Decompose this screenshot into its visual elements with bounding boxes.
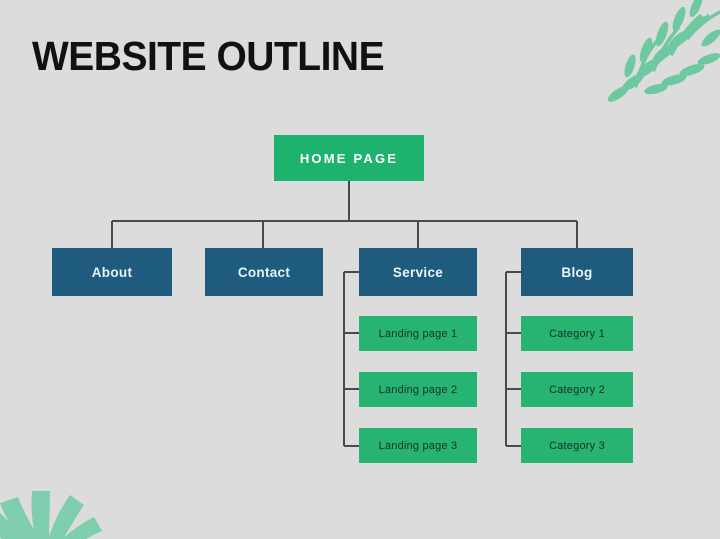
node-label: Service xyxy=(392,264,444,280)
node-label: Category 2 xyxy=(549,383,605,396)
node-label: About xyxy=(91,264,133,280)
node-blog[interactable]: Blog xyxy=(521,248,633,296)
node-label: Category 3 xyxy=(549,439,605,452)
node-label: Landing page 1 xyxy=(378,327,458,340)
node-contact[interactable]: Contact xyxy=(205,248,323,296)
page-title: WEBSITE OUTLINE xyxy=(32,33,385,79)
node-label: Landing page 3 xyxy=(378,439,458,452)
node-about[interactable]: About xyxy=(52,248,172,296)
node-label: Category 1 xyxy=(549,327,605,340)
node-landing-page-1[interactable]: Landing page 1 xyxy=(359,316,477,351)
node-label: HOME PAGE xyxy=(299,150,399,166)
node-category-3[interactable]: Category 3 xyxy=(521,428,633,463)
node-label: Blog xyxy=(561,264,593,280)
node-service[interactable]: Service xyxy=(359,248,477,296)
node-category-2[interactable]: Category 2 xyxy=(521,372,633,407)
node-label: Landing page 2 xyxy=(378,383,458,396)
node-home-page[interactable]: HOME PAGE xyxy=(274,135,424,181)
node-label: Contact xyxy=(237,264,291,280)
node-category-1[interactable]: Category 1 xyxy=(521,316,633,351)
node-landing-page-3[interactable]: Landing page 3 xyxy=(359,428,477,463)
node-landing-page-2[interactable]: Landing page 2 xyxy=(359,372,477,407)
